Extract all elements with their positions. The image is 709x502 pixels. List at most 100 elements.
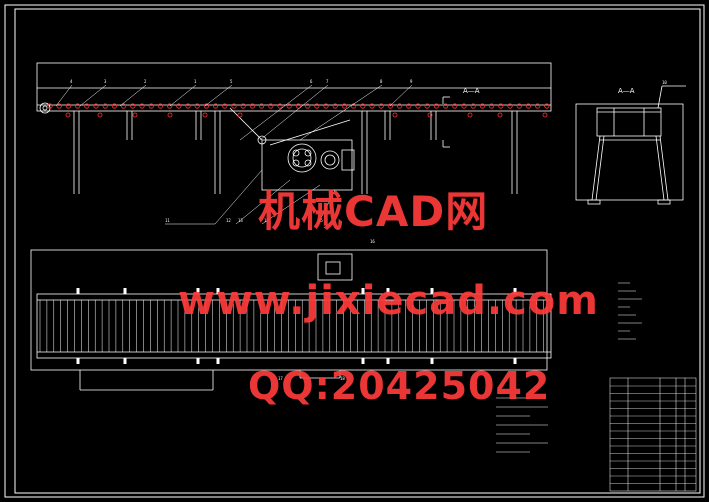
roller xyxy=(314,103,320,109)
balloon-11: 11 xyxy=(165,218,170,223)
watermark-line-1: 机械CAD网 xyxy=(258,187,489,236)
post-top xyxy=(216,288,220,294)
technical-notes xyxy=(618,282,642,340)
roller xyxy=(157,103,163,109)
return-roller xyxy=(65,112,71,118)
post-top xyxy=(196,288,200,294)
watermark-line-3: QQ:20425042 xyxy=(248,364,551,408)
roller xyxy=(176,103,182,109)
roller xyxy=(452,103,458,109)
roller xyxy=(470,103,476,109)
roller xyxy=(442,103,449,109)
post-bottom xyxy=(216,358,220,364)
balloon-9: 9 xyxy=(410,79,413,84)
balloon-18: 18 xyxy=(340,376,345,381)
roller xyxy=(111,103,118,109)
roller xyxy=(47,103,53,109)
side-view xyxy=(575,85,686,205)
return-roller xyxy=(542,112,548,118)
post-top xyxy=(513,288,517,294)
post-bottom xyxy=(76,358,80,364)
roller xyxy=(516,103,522,109)
balloon-8: 8 xyxy=(380,79,383,84)
sheet-border xyxy=(4,4,705,498)
roller xyxy=(268,103,274,109)
roller xyxy=(56,103,62,109)
roller xyxy=(93,103,99,109)
roller xyxy=(544,103,550,109)
roller xyxy=(222,103,228,109)
roller xyxy=(213,103,219,109)
plan-posts xyxy=(76,288,517,364)
balloon-6: 6 xyxy=(310,79,313,84)
balloon-5: 5 xyxy=(230,79,233,84)
roller xyxy=(332,103,338,109)
return-roller xyxy=(497,112,503,118)
roller xyxy=(258,103,265,109)
balloon-12: 12 xyxy=(226,218,231,223)
tech-requirements xyxy=(496,397,548,453)
roller xyxy=(203,103,209,109)
roller xyxy=(433,103,439,109)
elevation-view xyxy=(36,62,552,194)
roller xyxy=(387,103,393,109)
roller xyxy=(277,103,283,109)
return-roller xyxy=(392,112,398,118)
balloon-1: 1 xyxy=(194,79,197,84)
roller xyxy=(350,103,357,109)
roller xyxy=(240,103,246,109)
roller xyxy=(231,103,237,109)
post-bottom xyxy=(513,358,517,364)
title-block-rows xyxy=(610,385,696,484)
balloon-17: 17 xyxy=(278,376,283,381)
roller xyxy=(167,103,173,109)
roller xyxy=(323,103,329,109)
plan-slats xyxy=(39,300,544,352)
roller xyxy=(461,103,467,109)
roller xyxy=(65,103,72,109)
roller xyxy=(534,103,541,109)
drawing-frame xyxy=(14,8,701,494)
post-top xyxy=(386,288,390,294)
roller xyxy=(75,103,81,109)
return-roller xyxy=(202,112,208,118)
roller xyxy=(341,103,347,109)
post-top xyxy=(361,288,365,294)
balloon-2: 2 xyxy=(144,79,147,84)
post-bottom xyxy=(430,358,434,364)
balloon-3: 3 xyxy=(104,79,107,84)
post-bottom xyxy=(386,358,390,364)
roller xyxy=(488,103,495,109)
watermark-line-2: www.jixiecad.com xyxy=(178,278,599,324)
roller xyxy=(148,103,154,109)
roller xyxy=(121,103,127,109)
return-roller xyxy=(132,112,138,118)
roller xyxy=(139,103,145,109)
roller xyxy=(369,103,375,109)
post-top xyxy=(76,288,80,294)
roller xyxy=(424,103,430,109)
return-roller xyxy=(97,112,103,118)
return-roller xyxy=(467,112,473,118)
title-block xyxy=(609,377,697,492)
post-bottom xyxy=(196,358,200,364)
roller xyxy=(498,103,504,109)
roller xyxy=(525,103,532,109)
section-label-main: A—A xyxy=(463,87,480,95)
balloon-16: 16 xyxy=(370,239,375,244)
post-top xyxy=(430,288,434,294)
roller-row xyxy=(47,103,550,118)
return-roller xyxy=(167,112,173,118)
section-label-side: A—A xyxy=(618,87,635,95)
post-bottom xyxy=(123,358,127,364)
balloon-15: 15 xyxy=(318,218,323,223)
balloon-4: 4 xyxy=(70,79,73,84)
balloon-10: 10 xyxy=(662,80,667,85)
roller xyxy=(194,103,200,109)
roller xyxy=(84,103,90,109)
roller xyxy=(249,103,255,109)
roller xyxy=(406,103,412,109)
return-roller xyxy=(237,112,243,118)
